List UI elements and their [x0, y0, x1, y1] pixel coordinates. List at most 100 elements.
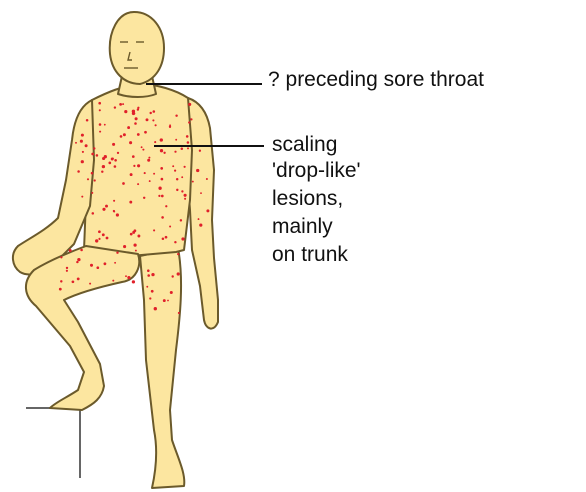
lesion-dot — [163, 152, 165, 154]
lesion-dot — [122, 103, 124, 105]
lesion-dot — [137, 235, 140, 238]
lesion-dot — [116, 251, 118, 253]
lesion-dot — [86, 119, 89, 122]
standing-leg — [140, 248, 184, 488]
lesion-dot — [171, 275, 173, 277]
lesion-dot — [187, 141, 190, 144]
lesion-label-line-4: mainly — [272, 216, 333, 237]
lesion-dot — [160, 149, 163, 152]
lesion-dot — [99, 131, 101, 133]
lesion-dot — [153, 110, 156, 113]
lesion-dot — [125, 275, 127, 277]
lesion-dot — [81, 160, 84, 163]
lesion-dot — [69, 249, 72, 252]
lesion-dot — [96, 154, 99, 157]
lesion-dot — [149, 297, 151, 299]
lesion-dot — [181, 176, 183, 178]
lesion-dot — [123, 245, 126, 248]
lesion-dot — [98, 102, 101, 105]
lesion-dot — [80, 140, 83, 143]
lesion-dot — [188, 103, 191, 106]
lesion-dot — [77, 277, 80, 280]
lesion-dot — [184, 198, 186, 200]
head — [110, 12, 164, 84]
lesion-dot — [187, 147, 189, 149]
lesion-dot — [101, 170, 103, 172]
lesion-dot — [161, 195, 164, 198]
lesion-dot — [199, 150, 201, 152]
lesion-dot — [153, 173, 155, 175]
lesion-dot — [112, 158, 114, 160]
lesion-dot — [175, 114, 177, 116]
lesion-dot — [161, 216, 164, 219]
lesion-dot — [177, 272, 180, 275]
lesion-dot — [132, 280, 135, 283]
lesion-dot — [108, 162, 111, 165]
lesion-dot — [113, 210, 115, 212]
lesion-dot — [149, 112, 151, 114]
lesion-dot — [143, 197, 145, 199]
lesion-dot — [99, 123, 102, 126]
lesion-label-line-2: 'drop-like' — [272, 160, 361, 181]
lesion-dot — [127, 276, 130, 279]
lesion-dot — [59, 288, 62, 291]
lesion-dot — [137, 133, 140, 136]
lesion-dot — [102, 233, 105, 236]
lesion-dot — [91, 192, 93, 194]
lesion-dot — [105, 205, 108, 208]
lesion-dot — [141, 146, 143, 148]
lesion-dot — [95, 239, 98, 242]
lesion-dot — [146, 118, 149, 121]
sore-throat-label: ? preceding sore throat — [268, 69, 484, 90]
lesion-dot — [130, 233, 133, 236]
lesion-dot — [165, 236, 168, 239]
lesion-label-line-1: scaling — [272, 134, 337, 155]
lesion-dot — [137, 108, 139, 110]
lesion-dot — [81, 196, 83, 198]
lesion-dot — [117, 152, 119, 154]
lesion-dot — [91, 172, 94, 175]
lesion-dot — [147, 269, 150, 272]
lesion-dot — [94, 179, 96, 181]
lesion-dot — [87, 178, 89, 180]
lesion-dot — [122, 182, 125, 185]
lesion-dot — [66, 267, 68, 269]
lesion-dot — [102, 165, 105, 168]
lesion-dot — [190, 118, 192, 120]
lesion-dot — [162, 237, 165, 240]
lesion-dot — [169, 225, 171, 227]
lesion-dot — [114, 262, 116, 264]
lesion-dot — [135, 117, 138, 120]
lesion-label-line-5: on trunk — [272, 244, 348, 265]
lesion-dot — [114, 159, 117, 162]
lesion-dot — [104, 124, 106, 126]
lesion-dot — [85, 144, 88, 147]
lesion-dot — [184, 194, 187, 197]
lesion-dot — [91, 153, 94, 156]
lesion-dot — [158, 187, 161, 190]
lesion-dot — [196, 169, 199, 172]
lesion-dot — [75, 142, 77, 144]
step-block — [26, 408, 80, 478]
lesion-dot — [114, 165, 117, 168]
lesion-dot — [154, 307, 157, 310]
lesion-dot — [135, 250, 137, 252]
lesion-dot — [127, 126, 130, 129]
lesion-dot — [174, 170, 176, 172]
lesion-dot — [174, 151, 176, 153]
lesion-label-line-3: lesions, — [272, 188, 343, 209]
lesion-dot — [114, 106, 116, 108]
lesion-dot — [104, 155, 107, 158]
lesion-dot — [176, 189, 178, 191]
lesion-dot — [76, 261, 78, 263]
lesion-dot — [181, 147, 184, 150]
lesion-dot — [106, 237, 109, 240]
lesion-dot — [152, 119, 154, 121]
lesion-dot — [167, 300, 169, 302]
lesion-dot — [90, 264, 93, 267]
lesion-dot — [148, 157, 150, 159]
lesion-dot — [81, 134, 84, 137]
lesion-dot — [165, 205, 167, 207]
lesion-dot — [181, 237, 184, 240]
lesion-dot — [147, 159, 150, 162]
